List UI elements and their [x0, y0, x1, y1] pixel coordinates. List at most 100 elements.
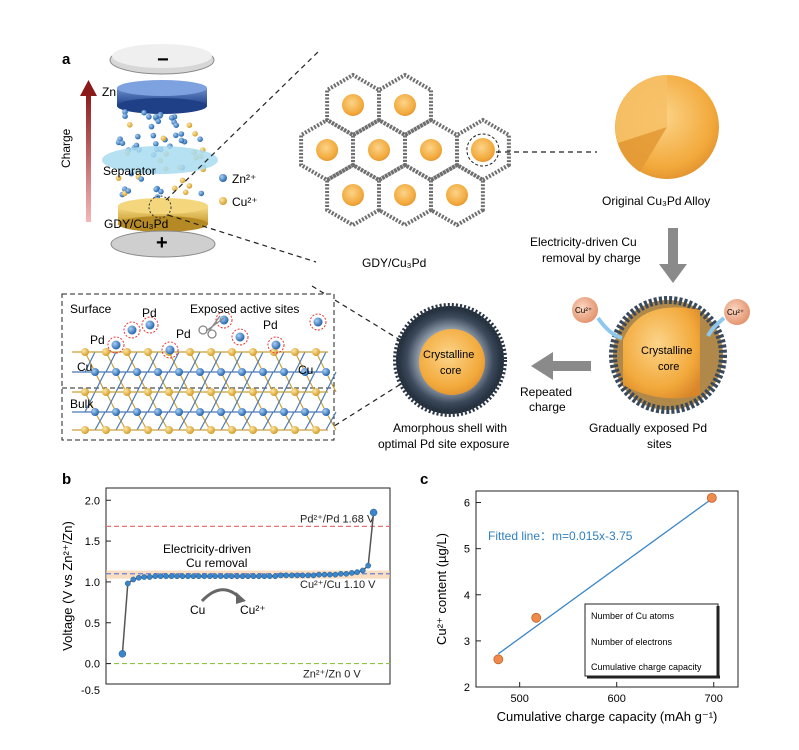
panel-a-label: a: [62, 51, 71, 68]
zn-ion: [178, 131, 185, 137]
minus-sign: −: [157, 49, 169, 71]
cu-ion: [186, 122, 193, 128]
chart-c-frame: [475, 490, 739, 688]
data-point: [283, 572, 290, 579]
cu-atom: [207, 426, 215, 434]
cu-atom: [165, 388, 173, 396]
data-point: [212, 573, 219, 580]
data-point: [206, 573, 213, 580]
data-point: [531, 612, 542, 623]
pd-label-1: Pd: [142, 306, 157, 320]
amorphous-label-1: Amorphous shell with: [393, 421, 507, 435]
cu-atom: [81, 388, 89, 396]
lattice-bond: [252, 351, 264, 373]
lattice-bond: [115, 371, 127, 393]
surface-label: Surface: [70, 302, 112, 316]
cu3pd-particle: [316, 139, 339, 161]
zn-ion: [158, 188, 164, 195]
data-point: [348, 570, 355, 576]
legend-item-3: Cumulative charge capacity: [591, 662, 702, 672]
cu-atom: [81, 348, 89, 356]
data-point: [294, 572, 301, 579]
lattice-bond: [94, 411, 106, 431]
original-alloy-sphere: [615, 75, 719, 179]
lattice-bond: [252, 391, 264, 413]
chart-b-frame: [105, 487, 391, 685]
cu-atom: [123, 426, 131, 434]
cu-atom: [228, 348, 236, 356]
cu-label-1: Cu: [77, 360, 92, 374]
gdy-framework: [299, 72, 511, 228]
data-point: [174, 573, 180, 580]
cu-atom: [249, 348, 257, 356]
cu-atom: [207, 388, 215, 396]
pd-atom: [91, 368, 99, 376]
chart-b-cu: Cu: [190, 603, 205, 617]
pd-atom: [175, 368, 183, 376]
zn-ion: [153, 141, 159, 147]
y-tick-label: 2.0: [85, 495, 100, 507]
data-point: [168, 573, 175, 580]
lattice-bond: [84, 391, 96, 413]
electricity-label-2: removal by charge: [542, 251, 641, 265]
cu-ion: [186, 183, 193, 189]
data-point: [118, 650, 127, 658]
y-tick-label: 4: [464, 590, 470, 602]
cu-atom: [144, 426, 152, 434]
pd-atom: [154, 408, 162, 416]
zn-ion: [153, 186, 159, 193]
pd-surface-atom: [145, 320, 155, 330]
cu-atom: [228, 388, 236, 396]
charge-arrow: [86, 92, 91, 222]
data-point: [135, 574, 142, 581]
pd-atom: [175, 408, 183, 416]
data-point: [256, 573, 262, 580]
legend-item-2: Number of electrons: [591, 637, 673, 647]
chart-b-ylabel: Voltage (V vs Zn²⁺/Zn): [60, 521, 75, 651]
y-tick-label: 0.5: [85, 618, 100, 630]
zn-ion: [146, 114, 152, 120]
separator-disc: [102, 146, 218, 174]
zn-ion: [133, 142, 140, 149]
lattice-bond: [136, 411, 148, 431]
data-point: [250, 573, 257, 580]
data-point: [163, 573, 169, 580]
pd-surface-atom: [111, 340, 121, 350]
zn-ion: [148, 123, 155, 130]
lattice-bond: [147, 351, 159, 373]
data-point: [310, 572, 317, 579]
zn-ion: [141, 109, 147, 116]
chart-b-curved-arrow: [200, 588, 242, 603]
cu-ion: [172, 185, 178, 192]
data-point: [706, 492, 717, 503]
cu-ion: [182, 189, 189, 196]
data-point: [234, 573, 240, 580]
lattice-bond: [325, 411, 337, 431]
fitted-line: [497, 498, 713, 655]
cu-atom: [102, 348, 110, 356]
highlight-circle: [466, 133, 500, 167]
lattice-bond: [126, 351, 138, 373]
down-arrow: [659, 228, 687, 283]
bulk-label: Bulk: [70, 397, 94, 411]
panel-b-label: b: [62, 471, 71, 488]
chart-b-annotation-2: Cu removal: [186, 556, 247, 570]
pd-atom: [154, 368, 162, 376]
cu-atom: [186, 388, 194, 396]
gdy-ring: [299, 117, 355, 183]
panel-a: a − Zn Separator GDY/Cu₃Pd + Charge: [59, 44, 750, 451]
lattice-bond: [126, 391, 138, 413]
y-tick-label: 2: [464, 682, 470, 694]
zn-ion: [173, 122, 179, 128]
amorphous-core-label-2: core: [440, 365, 461, 377]
lattice-bond: [199, 371, 211, 393]
lattice-bond: [105, 391, 117, 413]
cu-atom: [102, 426, 110, 434]
pd-surface-atom: [127, 325, 137, 335]
data-point: [179, 573, 186, 580]
chart-c-fit-text: Fitted line：m=0.015x-3.75: [488, 529, 633, 543]
plus-sign: +: [156, 232, 168, 254]
cu-atom: [102, 388, 110, 396]
chart-b-cu2: Cu²⁺: [240, 603, 266, 617]
